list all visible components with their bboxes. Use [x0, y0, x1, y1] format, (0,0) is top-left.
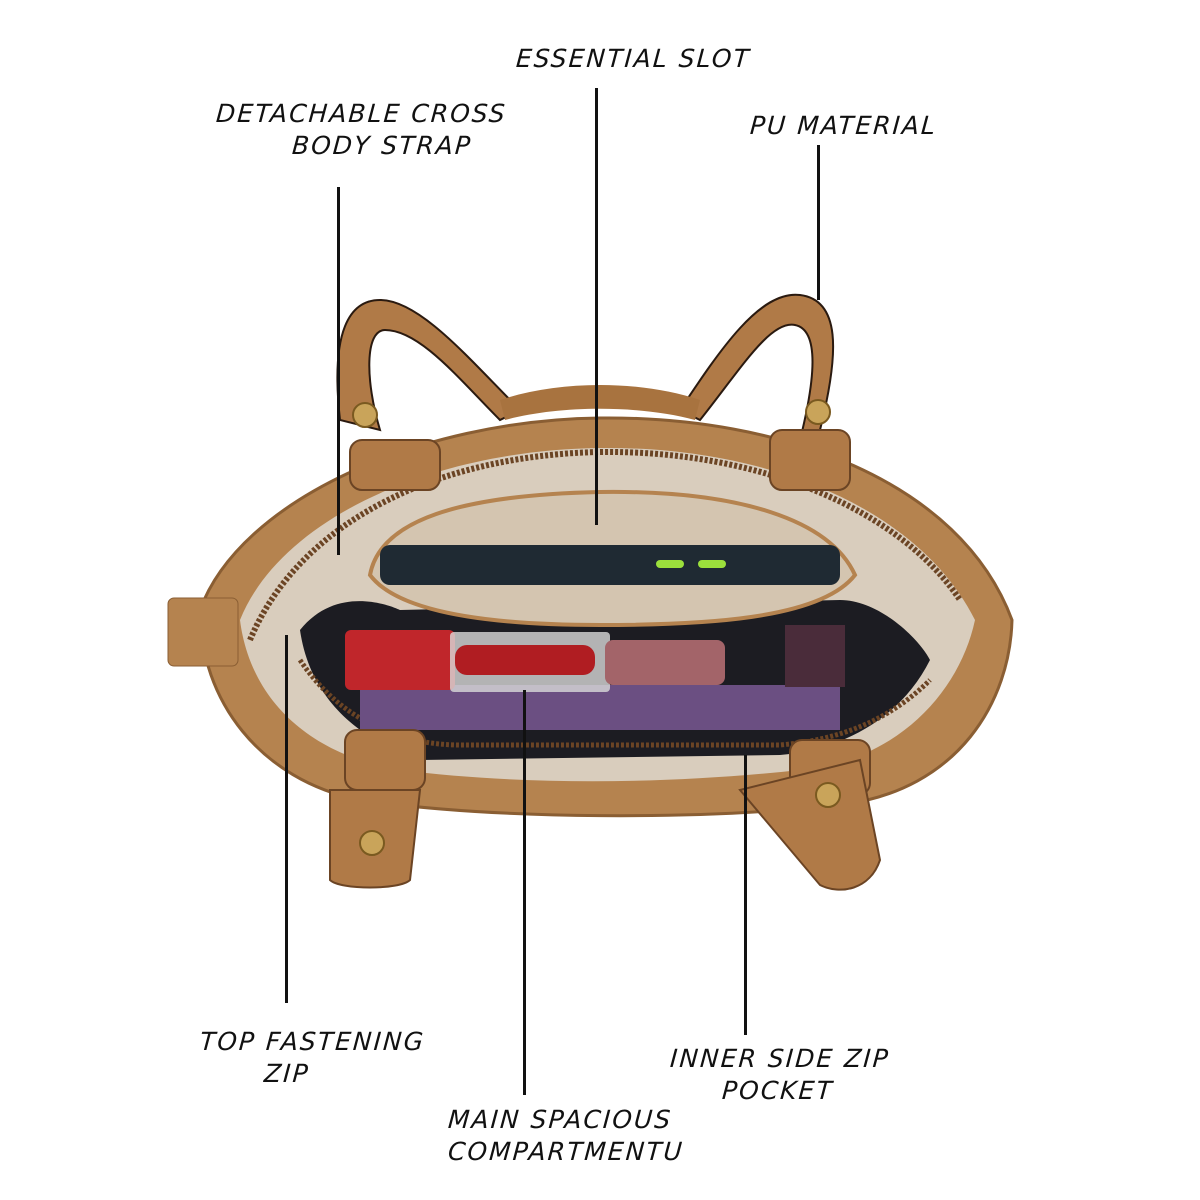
label-main-compartment-line1: MAIN SPACIOUS — [447, 1105, 674, 1134]
leader-line-detachable-strap — [337, 187, 340, 555]
label-detachable-strap-line1: DETACHABLE CROSS — [215, 99, 508, 128]
label-inner-pocket-line2: POCKET — [721, 1076, 835, 1105]
label-inner-pocket-line1: INNER SIDE ZIP — [669, 1044, 891, 1073]
book — [360, 685, 840, 730]
leader-line-main-compartment — [523, 690, 526, 1095]
phone — [380, 545, 840, 585]
label-main-compartment-line2: COMPARTMENTU — [447, 1137, 685, 1166]
leader-line-inner-pocket — [744, 755, 747, 1035]
leader-line-top-zip — [285, 635, 288, 1003]
label-top-zip-line1: TOP FASTENING — [199, 1027, 427, 1056]
label-top-zip-line2: ZIP — [263, 1059, 311, 1088]
label-pu-material: PU MATERIAL — [749, 111, 939, 140]
label-detachable-strap-line2: BODY STRAP — [291, 131, 474, 160]
leader-line-pu-material — [817, 145, 820, 300]
label-essential-slot: ESSENTIAL SLOT — [515, 44, 752, 73]
leader-line-essential-slot — [595, 88, 598, 525]
